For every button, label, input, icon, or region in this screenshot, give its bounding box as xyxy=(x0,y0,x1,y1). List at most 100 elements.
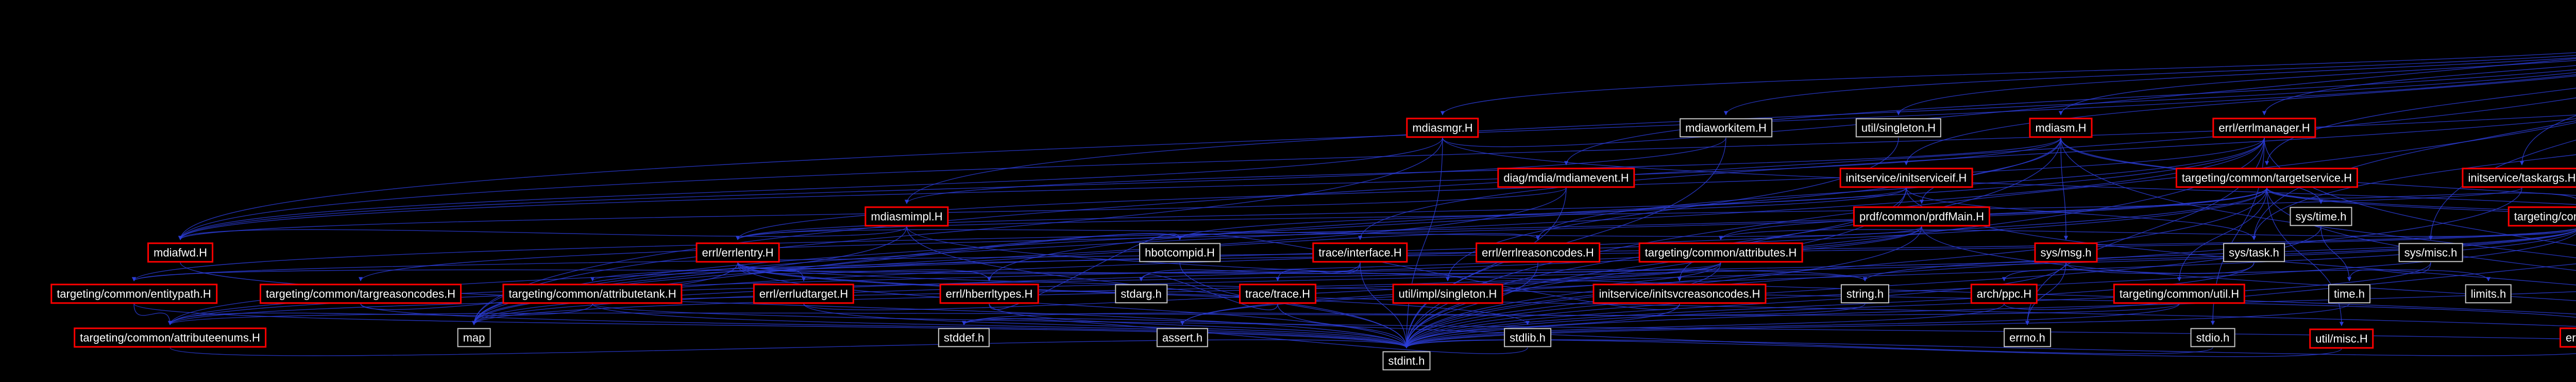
edge-stdio--stddef xyxy=(962,318,2213,354)
graph-node-mdiafwd[interactable]: mdiafwd.H xyxy=(147,242,213,263)
edge-target--attributes xyxy=(1719,229,2576,240)
edge-taskargs--stdint xyxy=(1404,187,2522,348)
edge-errludtarget--stdint xyxy=(803,303,1409,348)
graph-node-singletonimpl[interactable]: util/impl/singleton.H xyxy=(1392,284,1503,304)
graph-node-attrtank[interactable]: targeting/common/attributetank.H xyxy=(502,284,683,304)
graph-node-hbotcompid[interactable]: hbotcompid.H xyxy=(1139,243,1221,262)
edge-errludtarget--stringh xyxy=(803,274,1867,310)
graph-node-prdfmain[interactable]: prdf/common/prdfMain.H xyxy=(1853,206,1991,227)
edge-timeh--stdint xyxy=(1404,303,2350,348)
graph-node-errlreason[interactable]: errl/errlreasoncodes.H xyxy=(1476,242,1600,263)
graph-node-stdarg[interactable]: stdarg.h xyxy=(1115,284,1167,304)
edge-systask--archppc xyxy=(2002,262,2255,281)
graph-node-initsvcreason[interactable]: initservice/initsvcreasoncodes.H xyxy=(1592,284,1767,304)
edge-mdiaworkitem--mdiafwd xyxy=(178,137,1726,240)
graph-node-stdlib[interactable]: stdlib.h xyxy=(1504,328,1551,347)
graph-node-utilmisc[interactable]: util/misc.H xyxy=(2309,328,2374,349)
edge-mdiasmgrH--syssync xyxy=(1442,137,2576,205)
graph-node-initserviceif[interactable]: initservice/initserviceif.H xyxy=(1839,168,1973,188)
graph-node-sysmisc[interactable]: sys/misc.h xyxy=(2398,243,2463,262)
graph-node-mdiaworkitem[interactable]: mdiaworkitem.H xyxy=(1680,118,1772,138)
graph-node-singleton[interactable]: util/singleton.H xyxy=(1855,118,1942,138)
edge-utilmisc--stdint xyxy=(1404,339,2342,357)
edge-initsvcreason--hbotcompid xyxy=(1177,233,1680,310)
edge-targetservice--target xyxy=(2266,187,2576,199)
edge-initsvcreason--stdint xyxy=(1404,303,1680,348)
edge-traceH--stdint xyxy=(1277,303,1409,348)
edge-targetservice--targreason xyxy=(359,187,2267,281)
edge-errlentry--errlreason xyxy=(737,233,1540,269)
graph-node-stringh[interactable]: string.h xyxy=(1840,284,1890,304)
edge-utilH--stdint xyxy=(1404,303,2180,348)
graph-node-mdiamevent[interactable]: diag/mdia/mdiamevent.H xyxy=(1497,168,1635,188)
edge-root--singleton xyxy=(1896,57,2576,115)
graph-node-errlentry[interactable]: errl/errlentry.H xyxy=(696,242,780,263)
graph-node-map[interactable]: map xyxy=(457,328,491,347)
edge-mdiafwd--stdint xyxy=(180,262,1409,348)
edge-attributes--stdint xyxy=(1404,262,1721,348)
graph-node-traceif[interactable]: trace/interface.H xyxy=(1312,242,1408,263)
graph-node-targreason[interactable]: targeting/common/targreasoncodes.H xyxy=(259,284,462,304)
graph-node-sysmsg[interactable]: sys/msg.h xyxy=(2034,242,2098,263)
edge-traceif--stdint xyxy=(1360,262,1409,348)
graph-node-hberrltypes[interactable]: errl/hberrltypes.H xyxy=(939,284,1039,304)
edge-root--mdiasmH xyxy=(2058,60,2576,115)
edge-stringh--stddef xyxy=(962,303,1866,325)
graph-node-systime[interactable]: sys/time.h xyxy=(2290,207,2352,226)
edge-attributes--map xyxy=(472,262,1721,325)
edge-mdiamonitor--systask xyxy=(2251,154,2576,240)
graph-node-errno[interactable]: errno.h xyxy=(2004,328,2051,347)
edge-hberrltypes--hbotcompid xyxy=(989,233,1182,310)
edge-hbotcompid--stdint xyxy=(1179,262,1409,348)
graph-node-traceH[interactable]: trace/trace.H xyxy=(1239,284,1316,304)
edge-root--mdiaworkitem xyxy=(1723,55,2576,115)
graph-node-systask[interactable]: sys/task.h xyxy=(2223,243,2285,262)
graph-node-attributes[interactable]: targeting/common/attributes.H xyxy=(1638,242,1803,263)
graph-node-stddef[interactable]: stddef.h xyxy=(938,328,990,347)
edge-mdiasmgrH--mdiafwd xyxy=(178,137,1443,240)
edge-utilH--attrenums xyxy=(168,303,2180,325)
edge-sysmsg--limits xyxy=(2065,262,2491,281)
graph-node-errlmanager[interactable]: errl/errlmanager.H xyxy=(2212,118,2316,138)
edge-root--sysmisc xyxy=(2428,139,2576,240)
graph-node-utilH[interactable]: targeting/common/util.H xyxy=(2113,284,2246,304)
graph-node-taskargs[interactable]: initservice/taskargs.H xyxy=(2462,168,2576,188)
graph-node-asserth[interactable]: assert.h xyxy=(1156,328,1209,347)
edge-mdiasmgrH--list xyxy=(1442,58,2576,147)
edge-systime--timeh xyxy=(2320,226,2352,281)
edge-prdfmain--errlentry xyxy=(736,226,1922,240)
edge-archppc--builtins xyxy=(2004,263,2576,310)
graph-node-mdiasmimpl[interactable]: mdiasmimpl.H xyxy=(865,206,949,227)
edge-attributes--entitypath xyxy=(132,262,1721,281)
edge-mdiasmH--mdiafwd xyxy=(178,137,2061,240)
edge-targetservice--attributes xyxy=(1718,187,2267,240)
graph-node-mdiasmgrH[interactable]: mdiasmgr.H xyxy=(1406,118,1479,138)
edge-mdiamonitor--mdiafwd xyxy=(178,114,2576,240)
graph-node-attrenums[interactable]: targeting/common/attributeenums.H xyxy=(74,327,266,348)
graph-node-errludtarget[interactable]: errl/errludtarget.H xyxy=(753,284,855,304)
graph-node-archppc[interactable]: arch/ppc.H xyxy=(1970,284,2038,304)
edge-attrtank--vector xyxy=(592,303,2576,340)
edge-root--initserviceif xyxy=(1904,75,2576,165)
edge-mdiasmimpl--map xyxy=(471,226,907,325)
edge-traceH--stdarg xyxy=(1139,274,1278,310)
edge-mdiatrace--traceif xyxy=(1358,118,2576,240)
graph-node-stdio[interactable]: stdio.h xyxy=(2190,328,2235,347)
edge-mdiasmH--mdiasmimpl xyxy=(905,137,2061,204)
edge-errlentry--stdint xyxy=(737,262,1409,348)
graph-node-mdiasmH[interactable]: mdiasm.H xyxy=(2029,118,2093,138)
graph-node-stdint[interactable]: stdint.h xyxy=(1382,351,1431,371)
edge-root--mdiasmimpl xyxy=(904,72,2576,204)
edge-targreason--hbotcompid xyxy=(360,233,1182,310)
edge-attrtank--stdint xyxy=(592,303,1409,348)
graph-node-targetservice[interactable]: targeting/common/targetservice.H xyxy=(2175,168,2359,188)
graph-node-target[interactable]: targeting/common/target.H xyxy=(2507,206,2576,227)
edge-sysmsg--errno xyxy=(2025,262,2066,325)
graph-node-entitypath[interactable]: targeting/common/entitypath.H xyxy=(50,284,217,304)
graph-node-timeh[interactable]: time.h xyxy=(2328,284,2370,304)
graph-node-errludstring[interactable]: errl/errludstring.H xyxy=(2560,327,2576,348)
edge-attrenums--stdint xyxy=(170,339,1409,356)
graph-node-limits[interactable]: limits.h xyxy=(2465,284,2512,304)
